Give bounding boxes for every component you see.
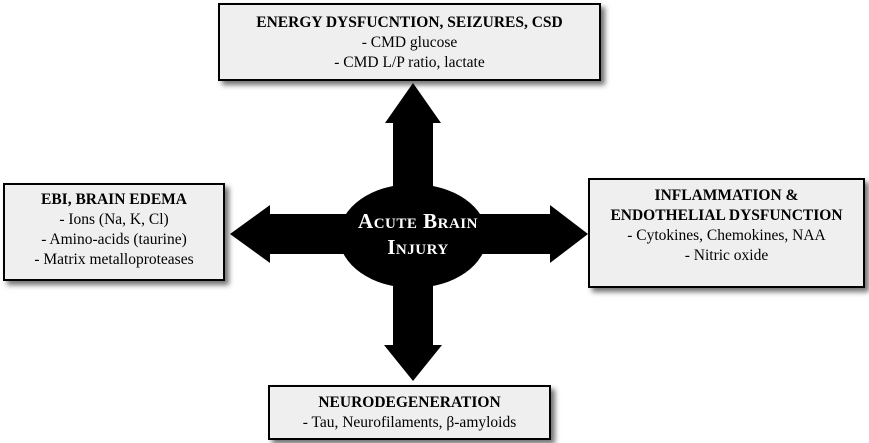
neurodegeneration-title: NEURODEGENERATION: [318, 394, 501, 411]
energy-dysfunction-item: - CMD L/P ratio, lactate: [334, 54, 485, 71]
arrowhead-right: [550, 205, 588, 263]
energy-dysfunction-box: ENERGY DYSFUCNTION, SEIZURES, CSD - CMD …: [218, 3, 601, 81]
arrowhead-down: [384, 345, 442, 381]
center-label-line2: Injury: [387, 235, 449, 259]
center-label-line1: Acute Brain: [358, 209, 478, 233]
center-ellipse: [339, 184, 487, 288]
energy-dysfunction-item: - CMD glucose: [361, 34, 458, 51]
neurodegeneration-item: - Tau, Neurofilaments, β-amyloids: [302, 414, 517, 431]
center-label: Acute Brain Injury: [338, 208, 498, 268]
brain-edema-title: EBI, BRAIN EDEMA: [41, 191, 187, 208]
inflammation-title-line1: INFLAMMATION &: [654, 187, 799, 204]
brain-edema-item: - Ions (Na, K, Cl): [59, 211, 169, 228]
energy-dysfunction-title: ENERGY DYSFUCNTION, SEIZURES, CSD: [256, 14, 563, 31]
brain-edema-item: - Amino-acids (taurine): [41, 231, 187, 248]
inflammation-item: - Nitric oxide: [684, 247, 769, 264]
brain-edema-box: EBI, BRAIN EDEMA - Ions (Na, K, Cl) - Am…: [3, 183, 225, 281]
arrowhead-up: [385, 83, 441, 123]
neurodegeneration-box: NEURODEGENERATION - Tau, Neurofilaments,…: [268, 385, 551, 440]
arrowhead-left: [230, 205, 270, 263]
inflammation-box: INFLAMMATION & ENDOTHELIAL DYSFUNCTION -…: [588, 178, 865, 288]
brain-edema-item: - Matrix metalloproteases: [34, 251, 194, 268]
inflammation-item: - Cytokines, Chemokines, NAA: [627, 227, 826, 244]
inflammation-title-line2: ENDOTHELIAL DYSFUNCTION: [610, 207, 843, 224]
